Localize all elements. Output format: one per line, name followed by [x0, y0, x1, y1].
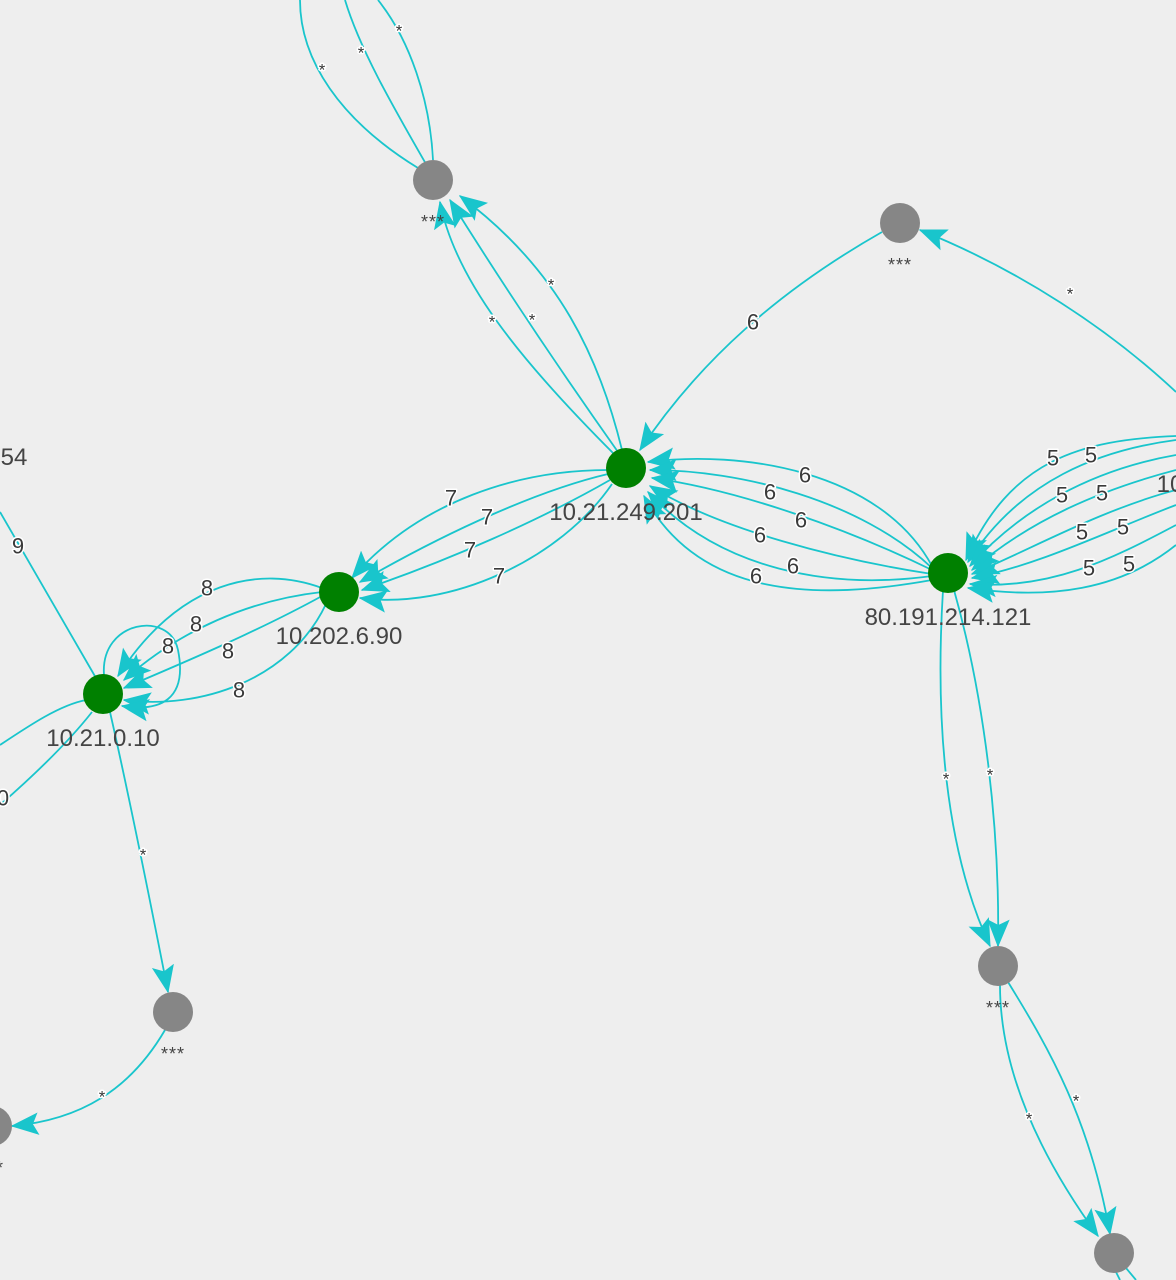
edge-label: *: [140, 846, 147, 865]
node-hidden-right2[interactable]: [1094, 1233, 1134, 1273]
edge-label: 6: [799, 463, 811, 488]
edge-label: 6: [750, 564, 762, 589]
edge-label: 8: [190, 612, 202, 637]
node-label: ***: [0, 1158, 4, 1178]
edge-label: 5: [1047, 446, 1059, 471]
nodes: 10.21.249.201 80.191.214.121 10.202.6.90…: [0, 160, 1134, 1273]
node-hidden-right1[interactable]: ***: [978, 946, 1018, 1018]
node-10-21-249-201[interactable]: 10.21.249.201: [549, 448, 703, 526]
edges-right-to-80: [965, 435, 1176, 603]
edge-label: 8: [201, 576, 213, 601]
edge-label: 7: [481, 505, 493, 530]
edge-label: 8: [162, 634, 174, 659]
edge-label: 5: [1117, 515, 1129, 540]
edges-right2-offscreen: [1115, 1267, 1137, 1280]
edge-label: *: [548, 276, 555, 295]
edge-label: 7: [445, 486, 457, 511]
edge-label: 5: [1123, 552, 1135, 577]
edges-202-to-21010: [103, 577, 327, 722]
node-hidden-botmid[interactable]: ***: [153, 992, 193, 1064]
edge-label-partial: 0: [0, 786, 9, 811]
edges-right1-to-right2: [999, 981, 1117, 1238]
edges-top-offscreen: [299, 0, 434, 169]
edge-label: 5: [1076, 520, 1088, 545]
edge-label: 5: [1096, 481, 1108, 506]
edge-label: *: [358, 44, 365, 63]
edge-label: *: [987, 766, 994, 785]
node-hidden-topright[interactable]: ***: [880, 203, 920, 275]
edge-right-to-topright: [918, 229, 1176, 393]
edge-label: *: [529, 311, 536, 330]
edge-label: 5: [1083, 556, 1095, 581]
node-hidden-botleft[interactable]: ***: [0, 1106, 12, 1178]
edge-label: 8: [233, 678, 245, 703]
edges-249-to-top: [434, 195, 623, 456]
edge-label: 5: [1085, 443, 1097, 468]
node-label: 10.21.249.201: [549, 499, 702, 526]
node-label-partial: 10: [1157, 471, 1176, 498]
edge-label: 6: [747, 310, 759, 335]
edge-label: 5: [1056, 483, 1068, 508]
edge-label: 6: [764, 480, 776, 505]
node-label: 10.202.6.90: [276, 623, 403, 650]
node-hidden-top[interactable]: ***: [413, 160, 453, 232]
edge-label: *: [99, 1088, 106, 1107]
edges-80-to-249: [643, 447, 933, 592]
node-80-191-214-121[interactable]: 80.191.214.121: [865, 553, 1032, 631]
node-label: 80.191.214.121: [865, 604, 1032, 631]
edge-label: *: [1073, 1092, 1080, 1111]
node-label: ***: [421, 212, 445, 232]
edge-label: 6: [795, 508, 807, 533]
partial-node-labels: 54 10 0: [0, 444, 1176, 812]
node-label-partial: 54: [1, 444, 28, 471]
node-label: ***: [888, 255, 912, 275]
edge-botmid-to-botleft: [10, 1029, 166, 1135]
edge-label: *: [943, 770, 950, 789]
edge-topright-to-249: [639, 231, 883, 452]
edge-label: *: [396, 22, 403, 41]
node-label: ***: [161, 1044, 185, 1064]
edge-label: 7: [493, 564, 505, 589]
edge-label: *: [489, 313, 496, 332]
edge-21010-to-botmid: [109, 711, 174, 994]
node-label: ***: [986, 998, 1010, 1018]
edges-80-to-right1: [939, 589, 1010, 948]
edges-249-to-202: [351, 469, 613, 613]
edge-label: 8: [222, 639, 234, 664]
node-10-202-6-90[interactable]: 10.202.6.90: [276, 572, 403, 650]
edge-labels: * * * * * * 6 * 6 6 6 6 6 6 7 7 7 7 8 8 …: [10, 20, 1136, 1130]
edge-label: 6: [787, 554, 799, 579]
edge-label: 6: [754, 523, 766, 548]
edges-left: [0, 511, 97, 806]
edge-label: *: [1026, 1110, 1033, 1129]
node-label: 10.21.0.10: [46, 725, 159, 752]
edge-label: *: [1067, 285, 1074, 304]
edge-label: 9: [12, 534, 24, 559]
edge-label: 7: [464, 538, 476, 563]
node-10-21-0-10[interactable]: 10.21.0.10: [46, 674, 160, 752]
edge-label: *: [319, 61, 326, 80]
